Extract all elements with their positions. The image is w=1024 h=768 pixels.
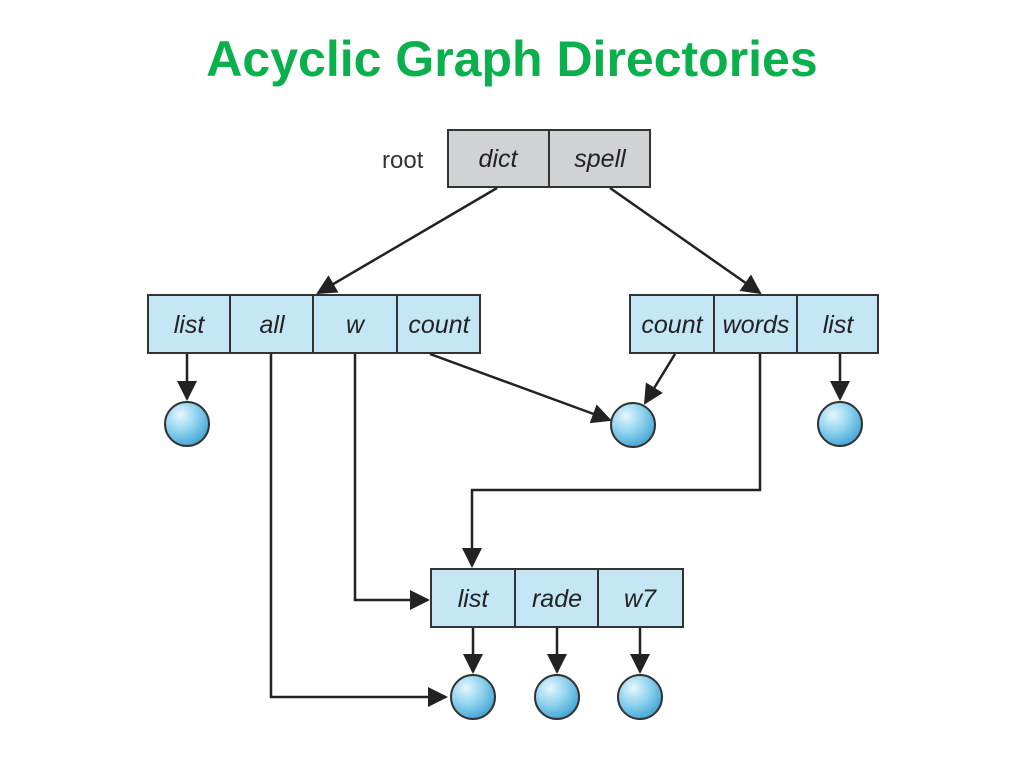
file-node-count-shared <box>610 402 656 448</box>
shared-entry-list: list <box>458 585 490 613</box>
dict-entry-count: count <box>408 311 470 339</box>
file-node-rade <box>534 674 580 720</box>
spell-entry-list: list <box>823 311 855 339</box>
edge-dict-count <box>429 352 612 424</box>
file-node-spell-list <box>817 401 863 447</box>
dict-entry-all: all <box>259 311 285 339</box>
root-label: root <box>382 147 424 174</box>
spell-entry-count: count <box>641 311 703 339</box>
dict-entry-w: w <box>346 311 366 339</box>
dict-directory: list all w count <box>147 294 481 354</box>
edge-dict-all <box>269 354 448 707</box>
slide-title: Acyclic Graph Directories <box>206 31 818 87</box>
root-entry-spell: spell <box>574 145 627 173</box>
file-node-dict-list <box>164 401 210 447</box>
spell-directory: count words list <box>629 294 879 354</box>
file-node-shared-list <box>450 674 496 720</box>
root-directory: dict spell <box>447 129 651 188</box>
edge-spell-count <box>643 353 677 405</box>
edge-spell-words <box>462 354 762 568</box>
file-nodes <box>164 401 863 720</box>
root-entry-dict: dict <box>479 145 519 173</box>
spell-entry-words: words <box>723 311 790 339</box>
shared-entry-rade: rade <box>532 585 582 613</box>
edges <box>177 186 850 707</box>
edge-root-dict <box>316 186 498 295</box>
edge-dict-w <box>353 354 430 610</box>
dict-entry-list: list <box>174 311 206 339</box>
shared-directory: list rade w7 <box>430 568 684 628</box>
edge-root-spell <box>609 186 762 295</box>
file-node-w7 <box>617 674 663 720</box>
shared-entry-w7: w7 <box>624 585 657 613</box>
